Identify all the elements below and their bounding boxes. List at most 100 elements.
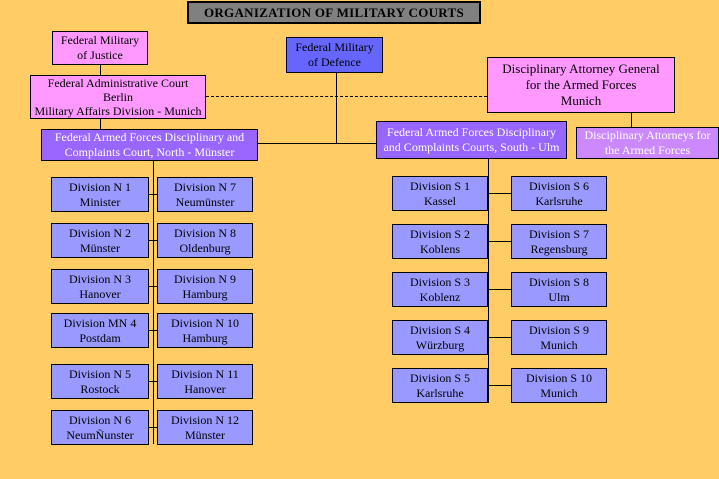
division-location: Münster — [185, 427, 225, 442]
box-line: the Armed Forces — [604, 143, 691, 157]
division-location: Ulm — [548, 289, 570, 304]
division-name: Division N 3 — [68, 271, 131, 286]
division-connector — [148, 330, 158, 331]
division-name: Division N 7 — [173, 179, 236, 194]
division-name: Division S 10 — [525, 370, 592, 385]
division-location: Munich — [540, 385, 578, 400]
division-name: Division N 12 — [170, 412, 239, 427]
box-line: of Justice — [77, 48, 123, 62]
box-line: for the Armed Forces — [525, 77, 637, 92]
box-line: of Defence — [308, 55, 361, 69]
division-connector — [148, 240, 158, 241]
division-name: Division MN 4 — [63, 315, 137, 330]
division-connector — [148, 286, 158, 287]
division-location: Hamburg — [182, 286, 228, 301]
division-name: Division N 6 — [68, 412, 131, 427]
division-name: Division S 8 — [528, 274, 589, 289]
division-location: Minister — [79, 194, 121, 209]
division-location: NeumÑunster — [66, 427, 134, 442]
division-location: Würzburg — [415, 337, 465, 352]
division-location: Koblenz — [419, 289, 461, 304]
dashed-connector — [206, 96, 487, 97]
attorney-general-box: Disciplinary Attorney General for the Ar… — [487, 57, 675, 113]
division-name: Division S 9 — [528, 322, 589, 337]
division-location: Postdam — [79, 330, 121, 345]
division-location: Koblens — [420, 241, 460, 256]
division-location: Karlsruhe — [416, 385, 464, 400]
division-location: Hanover — [79, 286, 121, 301]
division-name: Division N 11 — [171, 366, 239, 381]
division-connector — [486, 241, 512, 242]
division-location: Hamburg — [182, 330, 228, 345]
connector-line — [100, 64, 101, 76]
box-line: Federal Military — [295, 40, 374, 54]
division-connector — [486, 385, 512, 386]
division-connector — [486, 193, 512, 194]
division-name: Division N 8 — [173, 225, 236, 240]
division-connector — [148, 427, 158, 428]
box-line: Federal Armed Forces Disciplinary and — [54, 130, 245, 144]
box-line: Military Affairs Division - Munich — [34, 104, 202, 118]
division-connector — [148, 381, 158, 382]
division-name: Division S 1 — [409, 178, 470, 193]
division-location: Oldenburg — [179, 240, 231, 255]
division-location: Neumünster — [175, 194, 235, 209]
connector-line — [257, 143, 377, 144]
division-name: Division N 5 — [68, 366, 131, 381]
ministry-justice-box: Federal Military of Justice — [52, 31, 148, 65]
division-name: Division N 9 — [173, 271, 236, 286]
division-name: Division S 3 — [409, 274, 470, 289]
division-name: Division S 7 — [528, 226, 589, 241]
division-connector — [486, 337, 512, 338]
division-name: Division N 1 — [68, 179, 131, 194]
box-line: Berlin — [103, 90, 133, 104]
north-trunk-line — [153, 160, 154, 444]
division-connector — [148, 194, 158, 195]
division-name: Division S 6 — [528, 178, 589, 193]
box-line: Federal Armed Forces Disciplinary — [387, 125, 556, 139]
connector-line — [631, 112, 632, 128]
division-name: Division N 2 — [68, 225, 131, 240]
box-line: and Complaints Courts, South - Ulm — [383, 140, 560, 154]
title-text: ORGANIZATION OF MILITARY COURTS — [203, 5, 465, 20]
ministry-defence-box: Federal Military of Defence — [286, 37, 383, 73]
box-line: Munich — [560, 93, 602, 108]
division-name: Division S 4 — [409, 322, 470, 337]
division-location: Rostock — [80, 381, 120, 396]
division-name: Division N 10 — [170, 315, 239, 330]
box-line: Federal Administrative Court — [47, 76, 189, 90]
box-line: Disciplinary Attorney General — [502, 61, 660, 76]
division-location: Regensburg — [530, 241, 588, 256]
box-line: Disciplinary Attorneys for — [584, 128, 711, 142]
diagram-title: ORGANIZATION OF MILITARY COURTS — [187, 1, 481, 24]
box-line: Federal Military — [60, 33, 140, 47]
south-court-box: Federal Armed Forces Disciplinary and Co… — [376, 121, 567, 159]
division-name: Division S 2 — [409, 226, 470, 241]
connector-line — [100, 118, 101, 130]
south-trunk-line — [488, 158, 489, 403]
north-court-box: Federal Armed Forces Disciplinary and Co… — [41, 129, 258, 161]
division-location: Münster — [80, 240, 120, 255]
division-connector — [486, 289, 512, 290]
division-location: Munich — [540, 337, 578, 352]
